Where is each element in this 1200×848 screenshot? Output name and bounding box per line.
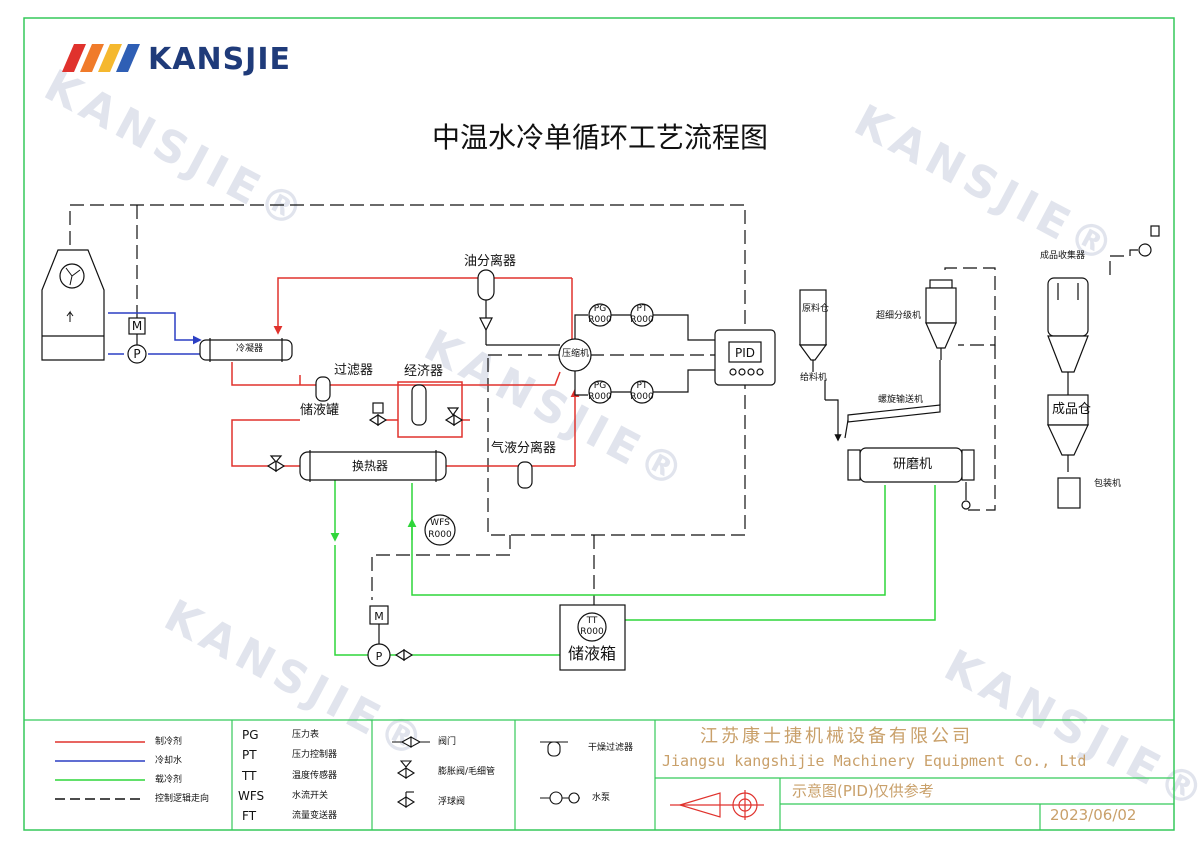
- collector: [1047, 225, 1160, 395]
- label-oil-separator: 油分离器: [463, 254, 517, 269]
- cooling-tower: [41, 249, 105, 361]
- oil-separator: [477, 269, 560, 346]
- label-packing-machine: 包装机: [1094, 479, 1122, 489]
- product-bin: [1047, 394, 1089, 509]
- label-receiver: 储液罐: [300, 403, 340, 418]
- instrument-pg-top-tag: PG: [593, 304, 607, 314]
- classifier: [925, 279, 957, 360]
- raw-bin: [798, 289, 842, 442]
- disclaimer: 示意图(PID)仅供参考: [792, 782, 934, 800]
- storage-tank: [559, 604, 626, 671]
- label-screw-conveyor: 螺旋输送机: [878, 395, 924, 405]
- motor-top: [127, 317, 147, 364]
- legend-symbol-dry-filter: 干燥过滤器: [588, 743, 634, 753]
- compressor: [558, 314, 592, 396]
- receiver-filter: [315, 376, 388, 427]
- legend-symbol-water-pump: 水泵: [592, 793, 611, 803]
- legend-line-cooling-water: 冷却水: [155, 756, 183, 766]
- grinder: [847, 447, 975, 510]
- page-title: 中温水冷单循环工艺流程图: [431, 121, 768, 154]
- abbr-meaning-wfs: 水流开关: [292, 791, 329, 801]
- label-pid: PID: [735, 346, 756, 360]
- abbr-code-ft: FT: [242, 809, 257, 823]
- legend-line-coolant: 载冷剂: [155, 775, 183, 785]
- drawing-date: 2023/06/02: [1050, 806, 1137, 824]
- instrument-pg-bottom-value: R000: [588, 392, 612, 402]
- condenser: [199, 338, 293, 362]
- label-feeder: 给料机: [800, 373, 828, 383]
- label-classifier: 超细分级机: [876, 311, 922, 321]
- label-grinder: 研磨机: [893, 457, 933, 472]
- label-condenser: 冷凝器: [236, 344, 264, 354]
- abbr-meaning-ft: 流量变送器: [292, 811, 338, 821]
- legend-line-control: 控制逻辑走向: [155, 794, 210, 804]
- brand-logo-icon: [62, 44, 140, 72]
- instrument-tt-value: R000: [580, 627, 604, 637]
- instrument-tt-tag: TT: [586, 616, 598, 626]
- abbr-code-wfs: WFS: [238, 789, 265, 803]
- motor-label-bottom: M: [374, 610, 384, 623]
- instrument-pt-bottom-tag: PT: [636, 381, 648, 391]
- abbr-code-tt: TT: [242, 769, 257, 783]
- label-gas-liquid-separator: 气液分离器: [491, 441, 557, 456]
- pump-label-bottom: P: [376, 650, 383, 663]
- company-name-en: Jiangsu kangshijie Machinery Equipment C…: [662, 752, 1087, 770]
- abbr-meaning-tt: 温度传感器: [292, 771, 338, 781]
- float-valve-icon: [396, 791, 416, 808]
- instrument-wfs-value: R000: [428, 530, 452, 540]
- title-block-grid: [24, 719, 1174, 830]
- motor-label-top: M: [132, 319, 142, 333]
- pump-label-top: P: [133, 347, 140, 361]
- abbr-code-pt: PT: [242, 748, 257, 762]
- legend-line-samples: [55, 741, 145, 800]
- gas-liquid-separator: [517, 461, 533, 489]
- economizer: [411, 384, 464, 427]
- instrument-pt-top-tag: PT: [636, 304, 648, 314]
- instrument-pt-top-value: R000: [630, 315, 654, 325]
- abbr-meaning-pt: 压力控制器: [292, 750, 338, 760]
- instrument-wfs-tag: WFS: [430, 518, 450, 528]
- legend-symbol-gate-valve: 阀门: [438, 737, 457, 747]
- control-lines: [69, 204, 1140, 612]
- label-raw-bin: 原料仓: [802, 304, 830, 314]
- label-economizer: 经济器: [404, 364, 444, 379]
- pid-controller: [714, 329, 776, 386]
- instrument-pg-top-value: R000: [588, 315, 612, 325]
- gate-valve-icon: [392, 736, 430, 748]
- label-product-bin: 成品仓: [1052, 402, 1092, 417]
- label-filter: 过滤器: [334, 363, 374, 378]
- legend-line-refrigerant: 制冷剂: [155, 737, 183, 747]
- refrigerant-lines: [231, 277, 580, 467]
- instrument-pt-bottom-value: R000: [630, 392, 654, 402]
- abbr-code-pg: PG: [242, 728, 259, 742]
- coolant-lines: [330, 478, 936, 656]
- cooling-water-lines: [108, 312, 202, 355]
- instrument-pg-bottom-tag: PG: [593, 381, 607, 391]
- legend-symbol-float-valve: 浮球阀: [438, 797, 466, 807]
- expansion-valve-icon: [396, 760, 416, 779]
- company-name-cn: 江苏康士捷机械设备有限公司: [700, 726, 973, 747]
- screw-conveyor: [844, 360, 941, 439]
- water-pump-icon: [540, 791, 580, 805]
- dry-filter-icon: [540, 741, 568, 757]
- legend-symbol-expansion-valve: 膨胀阀/毛细管: [438, 767, 496, 777]
- instruments: [424, 303, 715, 642]
- projection-symbol-icon: [670, 790, 764, 820]
- label-compressor: 压缩机: [562, 349, 590, 359]
- bottom-pump: [367, 605, 414, 667]
- brand-logo: KANSJIE: [148, 42, 291, 77]
- label-heat-exchanger: 换热器: [352, 459, 389, 473]
- heat-exchanger: [266, 450, 447, 482]
- abbr-meaning-pg: 压力表: [292, 730, 320, 740]
- label-collector: 成品收集器: [1040, 251, 1086, 261]
- label-storage-tank: 储液箱: [567, 644, 617, 663]
